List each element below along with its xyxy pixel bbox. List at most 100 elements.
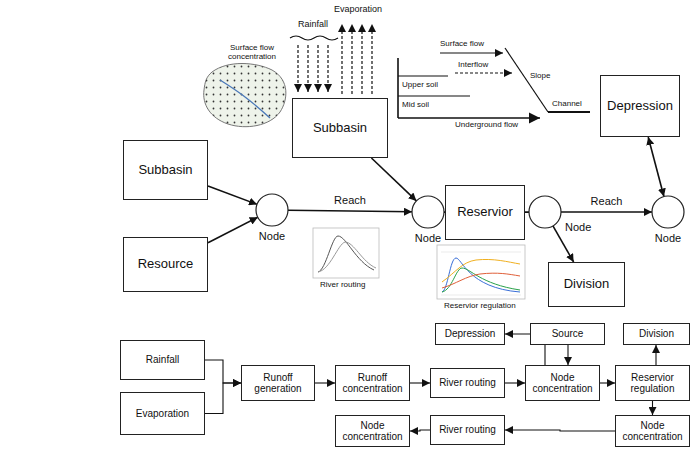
process-box: Evaporation xyxy=(120,392,205,435)
process-box: Reservior xyxy=(445,185,525,240)
process-box: Depression xyxy=(600,75,680,137)
process-box: Division xyxy=(548,262,625,307)
process-box: Node concentration xyxy=(615,415,690,447)
box-label: Node concentration xyxy=(340,420,405,443)
connector xyxy=(505,382,525,383)
rain-arrow xyxy=(297,45,298,92)
box-label: Subbasin xyxy=(313,121,367,136)
upper-soil-line xyxy=(398,75,448,76)
cloud-line xyxy=(290,36,338,40)
annotation-label: River routing xyxy=(320,281,365,290)
edge-label: Reach xyxy=(589,195,625,207)
process-box: Subbasin xyxy=(292,98,388,158)
process-box: Depression xyxy=(435,323,505,345)
connector xyxy=(208,186,257,204)
node-label: Node xyxy=(415,232,441,245)
annotation-label: Underground flow xyxy=(455,121,518,130)
connector xyxy=(648,137,664,197)
outflow-curve xyxy=(318,242,376,272)
rain-arrow xyxy=(327,45,328,92)
annotation-label: Channel xyxy=(552,100,582,109)
circle-outline xyxy=(528,195,562,229)
process-box: Rainfall xyxy=(120,340,205,380)
connector xyxy=(652,401,653,415)
stream-line xyxy=(220,80,270,118)
box-label: Reservior xyxy=(457,205,513,220)
grid-line xyxy=(441,252,521,295)
connector xyxy=(600,382,615,383)
storage-curve xyxy=(442,259,520,282)
interflow-line xyxy=(455,72,512,73)
box-label: Rainfall xyxy=(146,354,179,366)
box-label: Division xyxy=(639,328,674,340)
box-label: River routing xyxy=(439,377,496,389)
box-label: Division xyxy=(564,277,610,292)
connector xyxy=(288,210,412,212)
node-circle: Node xyxy=(411,195,445,229)
box-label: Runoff concentration xyxy=(340,372,405,395)
process-box: River routing xyxy=(430,368,505,398)
node-circle-shape xyxy=(256,194,288,226)
box-label: Evaporation xyxy=(136,408,189,420)
node-circle-shape xyxy=(412,196,444,228)
evaporation-arrow xyxy=(361,24,362,94)
circle-outline xyxy=(411,195,445,229)
catchment-sketch xyxy=(204,64,286,127)
soil-wall xyxy=(397,58,399,118)
circle-outline xyxy=(651,195,685,229)
node-circle: Node xyxy=(255,193,289,227)
box-label: Source xyxy=(552,328,584,340)
connector xyxy=(561,211,652,213)
river-routing-chart xyxy=(313,228,379,278)
annotation-label: Reservior regulation xyxy=(444,302,516,311)
annotation-label: Mid soil xyxy=(402,101,429,110)
connector xyxy=(205,360,241,383)
node-label: Node xyxy=(565,221,591,234)
box-label: Resource xyxy=(138,257,194,272)
level-curve xyxy=(442,273,520,288)
annotation-label: Interflow xyxy=(458,61,488,70)
process-box: Subbasin xyxy=(123,140,208,200)
connector xyxy=(410,430,430,431)
reservoir-chart xyxy=(437,245,525,299)
surface-flow-line xyxy=(440,52,503,53)
edge-label: Reach xyxy=(332,194,368,206)
chart-frame xyxy=(437,245,525,299)
node-circle-shape xyxy=(529,196,561,228)
annotation-label: Rainfall xyxy=(298,20,328,30)
box-label: Subbasin xyxy=(138,163,192,178)
grid-dots xyxy=(204,64,286,127)
connector xyxy=(655,345,656,365)
annotation-label: Slope xyxy=(530,72,550,81)
evaporation-arrows xyxy=(342,24,372,94)
annotation-label: Surface flow concentration xyxy=(212,44,292,62)
process-box: Reservior regulation xyxy=(615,365,690,401)
process-box: River routing xyxy=(430,415,505,445)
connector xyxy=(371,158,416,201)
mid-soil-line xyxy=(398,95,470,96)
outflow-curve xyxy=(442,268,520,292)
process-box: Resource xyxy=(123,237,208,292)
evaporation-arrow xyxy=(351,24,352,94)
box-label: Runoff generation xyxy=(246,372,310,395)
evaporation-arrow xyxy=(371,24,372,94)
circle-outline xyxy=(255,193,289,227)
node-label: Node xyxy=(655,232,681,245)
rain-arrow xyxy=(317,45,318,92)
box-label: River routing xyxy=(439,424,496,436)
inflow-curve xyxy=(442,258,520,292)
connector xyxy=(505,430,615,431)
process-box: Division xyxy=(623,323,690,345)
connector xyxy=(567,345,568,365)
box-label: Reservior regulation xyxy=(620,372,685,395)
annotation-label: Upper soil xyxy=(402,81,438,90)
node-circle: Node xyxy=(528,195,562,229)
box-label: Node concentration xyxy=(620,420,685,443)
rainfall-arrows xyxy=(290,36,338,92)
catchment-outline xyxy=(204,64,286,127)
connector xyxy=(410,382,430,383)
box-label: Depression xyxy=(445,328,496,340)
box-label: Depression xyxy=(607,99,673,114)
process-box: Node concentration xyxy=(525,365,600,401)
chart-frame xyxy=(313,228,379,278)
